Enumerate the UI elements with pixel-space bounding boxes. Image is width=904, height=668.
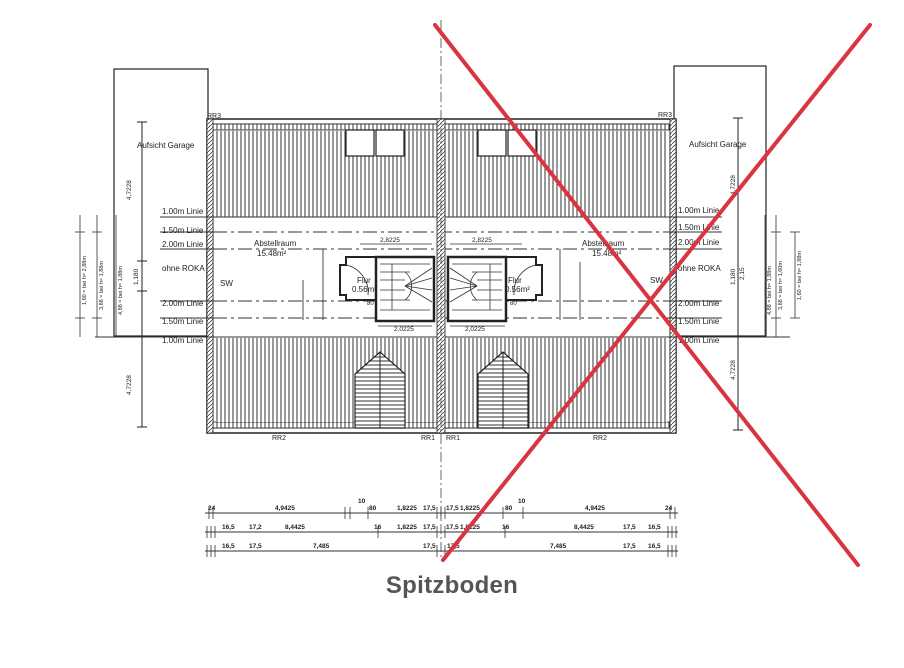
line-label-100b-left: 1.00m Linie — [162, 336, 204, 345]
line-label-200b-left: 2.00m Linie — [162, 299, 204, 308]
dim-r1-5: 17,5 — [423, 505, 436, 512]
dim-r2-2: 8,4425 — [285, 524, 305, 531]
dim-r3-2: 7,485 — [313, 543, 330, 550]
dim-r1-8: 80 — [505, 505, 513, 512]
marker-rr2-left: RR2 — [272, 435, 286, 442]
marker-rr3-right: RR3 — [658, 112, 672, 119]
room-abstell-right-name: Abstellraum — [582, 239, 625, 248]
dim-r3-0: 16,5 — [222, 543, 235, 550]
dim-r2-9: 8,4425 — [574, 524, 594, 531]
dim-r3-7: 16,5 — [648, 543, 661, 550]
garage-label-right: Aufsicht Garage — [689, 140, 747, 149]
dim-r1-11: 24 — [665, 505, 673, 512]
line-label-150-right: 1.50m Linie — [678, 223, 720, 232]
marker-rr1-right: RR1 — [446, 435, 460, 442]
dim-r2-0: 16,5 — [222, 524, 235, 531]
ohne-roka-right: ohne ROKA — [678, 264, 721, 273]
dim-r3-6: 17,5 — [623, 543, 636, 550]
room-flur-left-area: 0.56m² — [352, 285, 377, 294]
room-abstell-left-name: Abstellraum — [254, 239, 297, 248]
dim-80-right: 80 — [510, 301, 517, 307]
room-flur-right-name: Flur — [508, 276, 522, 285]
dim-garage-bottom-right: 4,7228 — [730, 360, 737, 380]
line-label-200b-right: 2.00m Linie — [678, 299, 720, 308]
side-dim-left-b: 3,88 = bei h= 1,88m — [99, 261, 105, 310]
line-label-150b-right: 1.50m Linie — [678, 317, 720, 326]
side-dim-right-a: 4,88 = bei h= 1,88m — [767, 266, 773, 315]
line-label-150-left: 1.50m Linie — [162, 226, 204, 235]
room-flur-left-name: Flur — [357, 276, 371, 285]
line-label-200-left: 2.00m Linie — [162, 240, 204, 249]
dim-garage-bottom-left: 4,7228 — [126, 375, 133, 395]
dim-stair-top-left: 2,8225 — [380, 237, 400, 244]
dim-garage-mid-right: 1,180 — [730, 268, 737, 285]
dim-r2-4: 1,8225 — [397, 524, 417, 531]
marker-rr1-left: RR1 — [421, 435, 435, 442]
dim-r1-9: 10 — [518, 498, 526, 505]
dim-r2-10: 17,5 — [623, 524, 636, 531]
side-dims-left — [75, 215, 117, 337]
room-abstell-right-area: 15.48m² — [592, 249, 622, 258]
dim-r2-3: 16 — [374, 524, 382, 531]
dim-r2-6: 17,5 — [446, 524, 459, 531]
side-dims-right — [764, 215, 800, 337]
marker-rr3-left: RR3 — [207, 113, 221, 120]
dim-r1-6: 17,5 — [446, 505, 459, 512]
dormers — [354, 351, 529, 429]
dim-r3-3: 17,5 — [423, 543, 436, 550]
dim-r1-10: 4,9425 — [585, 505, 605, 512]
dim-stair-bottom-left: 2,0225 — [394, 326, 414, 333]
dim-r1-3: 80 — [369, 505, 377, 512]
dim-garage-mid-right2: 2,15 — [739, 267, 746, 280]
side-dim-right-b: 3,88 = bei h= 1,60m — [778, 261, 784, 310]
garage-label-left: Aufsicht Garage — [137, 141, 195, 150]
line-label-100-left: 1.00m Linie — [162, 207, 204, 216]
dim-r1-2: 10 — [358, 498, 366, 505]
cross-out-overlay — [433, 23, 872, 567]
dim-r2-8: 16 — [502, 524, 510, 531]
dim-stair-bottom-right: 2,0225 — [465, 326, 485, 333]
garage-right — [673, 65, 767, 431]
dim-r1-7: 1,8225 — [460, 505, 480, 512]
sw-right: SW — [650, 276, 663, 285]
dim-r2-5: 17,5 — [423, 524, 436, 531]
line-label-100-right: 1.00m Linie — [678, 206, 720, 215]
interior-dim-lines — [360, 243, 522, 327]
stair-right — [446, 255, 508, 323]
dim-r2-1: 17,2 — [249, 524, 262, 531]
ohne-roka-left: ohne ROKA — [162, 264, 205, 273]
line-label-100b-right: 1.00m Linie — [678, 336, 720, 345]
dim-garage-mid-left: 1,180 — [133, 268, 140, 285]
dim-garage-top-right: 4,7228 — [730, 175, 737, 195]
flur-right — [506, 249, 581, 320]
line-label-150b-left: 1.50m Linie — [162, 317, 204, 326]
dim-r1-1: 4,9425 — [275, 505, 295, 512]
dim-r1-0: 24 — [208, 505, 216, 512]
sw-left: SW — [220, 279, 233, 288]
marker-rr2-right: RR2 — [593, 435, 607, 442]
flur-left — [302, 249, 376, 320]
dim-garage-top-left: 4,7228 — [126, 180, 133, 200]
room-flur-right-area: 0.56m² — [505, 285, 530, 294]
stair-left — [374, 255, 436, 323]
drawing-title: Spitzboden — [385, 572, 519, 599]
dim-r1-4: 1,8225 — [397, 505, 417, 512]
dim-r2-11: 16,5 — [648, 524, 661, 531]
bottom-dim-chains — [205, 507, 678, 557]
dim-80-left: 80 — [367, 301, 374, 307]
side-dim-left-c: 4,88 = bei h= 1,88m — [118, 266, 124, 315]
dim-r3-5: 7,485 — [550, 543, 567, 550]
dim-stair-top-right: 2,8225 — [472, 237, 492, 244]
dim-r3-1: 17,5 — [249, 543, 262, 550]
side-dim-right-c: 1,60 = bei h= 1,88m — [797, 251, 803, 300]
side-dim-left-a: 1,60 = bei h= 2,88m — [82, 256, 88, 305]
room-abstell-left-area: 15.48m² — [257, 249, 287, 258]
